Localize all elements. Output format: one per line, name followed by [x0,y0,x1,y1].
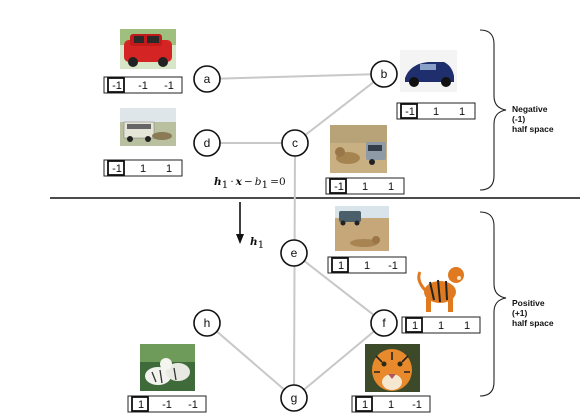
code-bit: 1 [433,106,439,118]
code-d: -1 1 1 [103,159,183,177]
negative-half-space-label: Negative (-1) half space [512,104,554,134]
code-bit: 1 [166,163,172,175]
edge-a-b [206,73,385,80]
code-bit: -1 [334,181,344,193]
code-bit: 1 [364,260,370,272]
node-circle [280,384,308,412]
node-circle [280,239,308,267]
tiger-face-photo [365,344,420,392]
lions-and-car-photo [330,125,387,173]
code-b: -1 1 1 [396,102,476,120]
code-bit: 1 [338,260,344,272]
graph-nodes: a b c d e f g h [193,60,398,412]
code-bit: 1 [388,181,394,193]
node-f: f [370,309,398,337]
node-label: b [381,67,388,81]
edge-c-g [293,142,296,399]
hyperplane-equation: h1·x−b1=0 [214,176,286,191]
code-e: 1 1 -1 [327,256,407,274]
code-bit: -1 [412,399,422,411]
code-bit: -1 [405,106,415,118]
edge-h-g [206,322,295,399]
node-label: e [291,246,298,260]
edge-e-f [293,252,385,324]
code-bit-highlight [405,317,423,333]
code-bit-highlight [355,396,373,412]
code-bit-highlight [131,396,149,412]
svg-text:(-1): (-1) [512,114,525,124]
code-bit-highlight [329,178,347,194]
safari-vehicle-photo [120,108,176,146]
positive-brace [479,211,507,397]
node-g: g [280,384,308,412]
svg-text:Positive: Positive [512,298,545,308]
node-label: f [382,316,386,330]
node-circle [193,65,221,93]
node-label: a [204,72,211,86]
node-d: d [193,129,221,157]
normal-arrow-icon [236,202,244,244]
code-bit: -1 [162,399,172,411]
code-bit: 1 [459,106,465,118]
node-b: b [370,60,398,88]
svg-text:(+1): (+1) [512,308,528,318]
positive-half-space-label: Positive (+1) half space [512,298,554,328]
code-bit: -1 [112,163,122,175]
node-circle [193,129,221,157]
node-h: h [193,309,221,337]
code-bit: -1 [138,80,148,92]
node-a: a [193,65,221,93]
code-h: 1 -1 -1 [127,395,207,413]
svg-text:half space: half space [512,124,554,134]
node-c: c [281,129,309,157]
code-bit: 1 [412,320,418,332]
code-bit: -1 [164,80,174,92]
svg-text:half space: half space [512,318,554,328]
node-circle [370,60,398,88]
jeep-and-lion-photo [335,206,389,251]
code-c: -1 1 1 [325,177,405,195]
node-e: e [280,239,308,267]
node-circle [193,309,221,337]
normal-label: h1 [250,236,264,251]
code-a: -1 -1 -1 [103,76,183,94]
node-label: h [204,316,211,330]
code-bit: 1 [362,181,368,193]
blue-car-photo [400,50,457,92]
code-bit-highlight [331,257,349,273]
code-bit-highlight [107,160,125,176]
code-bit: 1 [362,399,368,411]
code-bit-highlight [107,77,125,93]
white-tigers-photo [140,344,195,391]
code-bit: 1 [464,320,470,332]
graph-edges [206,73,385,399]
code-boxes: -1 -1 -1 -1 1 1 -1 1 1 -1 1 1 1 1 -1 1 1 1 1 -1 -1 1 1 -1 [103,76,481,413]
code-bit: 1 [388,399,394,411]
node-circle [370,309,398,337]
red-car-photo [120,29,176,69]
negative-brace [479,29,507,191]
edge-f-g [293,322,385,399]
tiger-cutout-photo [417,267,464,312]
code-bit: -1 [388,260,398,272]
edge-b-c [294,73,385,144]
code-bit: 1 [138,399,144,411]
node-circle [281,129,309,157]
code-bit: -1 [112,80,122,92]
code-bit: 1 [438,320,444,332]
svg-text:Negative: Negative [512,104,548,114]
code-bit: -1 [188,399,198,411]
code-bit-highlight [400,103,418,119]
node-label: d [204,136,211,150]
code-g: 1 1 -1 [351,395,431,413]
code-bit: 1 [140,163,146,175]
code-f: 1 1 1 [401,316,481,334]
node-label: c [292,136,298,150]
node-label: g [291,391,298,405]
